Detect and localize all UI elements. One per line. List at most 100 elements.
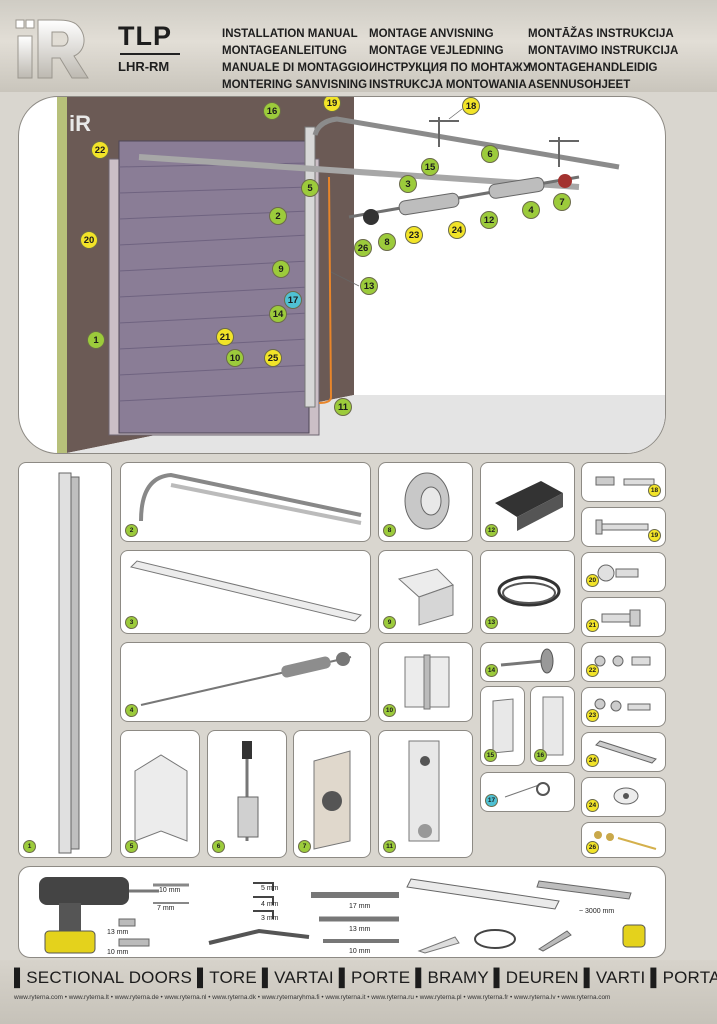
part-card-10: 10 bbox=[378, 642, 473, 722]
callout-21: 21 bbox=[216, 328, 234, 346]
part-label-23: 23 bbox=[586, 709, 599, 722]
callout-16: 16 bbox=[263, 102, 281, 120]
rule-length: ~ 3000 mm bbox=[579, 908, 615, 915]
part-label-13: 13 bbox=[485, 616, 498, 629]
part-label-16: 16 bbox=[534, 749, 547, 762]
cam-plate-icon bbox=[613, 787, 639, 805]
lifting-cable-icon bbox=[497, 575, 561, 607]
manual-titles-col1: INSTALLATION MANUAL MONTAGEANLEITUNG MAN… bbox=[222, 26, 369, 94]
callout-3: 3 bbox=[399, 175, 417, 193]
vertical-track-icon bbox=[58, 472, 80, 854]
part-label-5: 5 bbox=[125, 840, 138, 853]
hex-key-3-size: 3 mm bbox=[261, 915, 279, 922]
callout-19: 19 bbox=[323, 97, 341, 112]
part-label-22: 22 bbox=[586, 664, 599, 677]
part-label-19: 19 bbox=[648, 529, 661, 542]
manual-titles-col2: MONTAGE ANVISNING MONTAGE VEJLEDNING ИНС… bbox=[369, 26, 530, 94]
product-slogan: ▌SECTIONAL DOORS ▌TORE ▌VARTAI ▌PORTE ▌B… bbox=[14, 968, 717, 987]
part-card-21: 21 bbox=[581, 597, 666, 637]
top-bracket-icon bbox=[492, 698, 514, 754]
part-card-22: 22 bbox=[581, 642, 666, 682]
tools-illustration bbox=[39, 877, 646, 954]
callout-14: 14 bbox=[269, 305, 287, 323]
part-label-1: 1 bbox=[23, 840, 36, 853]
part-label-15: 15 bbox=[484, 749, 497, 762]
title-no: MONTERING SANVISNING bbox=[222, 79, 368, 91]
part-label-20: 20 bbox=[586, 574, 599, 587]
title-lv: MONTĀŽAS INSTRUKCIJA bbox=[528, 28, 674, 40]
part-label-24b: 24 bbox=[586, 799, 599, 812]
callout-4: 4 bbox=[522, 201, 540, 219]
bolt-washer-nut-icon bbox=[594, 698, 651, 712]
wrench-3-size: 10 mm bbox=[349, 948, 371, 955]
callout-15: 15 bbox=[421, 158, 439, 176]
part-label-8: 8 bbox=[383, 524, 396, 537]
brand-logo bbox=[10, 6, 105, 86]
callout-17: 17 bbox=[284, 291, 302, 309]
drill-icon bbox=[39, 877, 159, 954]
key-bar-icon bbox=[595, 740, 657, 764]
part-card-11: 11 bbox=[378, 730, 473, 858]
callout-25: 25 bbox=[264, 349, 282, 367]
part-card-16: 16 bbox=[530, 686, 575, 766]
title-de: MONTAGEANLEITUNG bbox=[222, 45, 348, 57]
footer: ▌SECTIONAL DOORS ▌TORE ▌VARTAI ▌PORTE ▌B… bbox=[0, 960, 717, 1024]
part-card-12: 12 bbox=[480, 462, 575, 542]
hinge-bracket-icon bbox=[397, 568, 454, 626]
callout-1: 1 bbox=[87, 331, 105, 349]
callout-6: 6 bbox=[481, 145, 499, 163]
title-fi: ASENNUSOHJEET bbox=[528, 79, 631, 91]
angle-bracket-icon bbox=[134, 754, 188, 842]
part-card-24a: 24 bbox=[581, 732, 666, 772]
angle-bar-icon bbox=[130, 560, 362, 622]
part-card-24b: 24 bbox=[581, 777, 666, 817]
callout-23: 23 bbox=[405, 226, 423, 244]
part-card-19: 19 bbox=[581, 507, 666, 547]
part-card-14: 14 bbox=[480, 642, 575, 682]
part-card-5: 5 bbox=[120, 730, 200, 858]
callout-11: 11 bbox=[334, 398, 352, 416]
callout-2: 2 bbox=[269, 207, 287, 225]
part-card-26: 26 bbox=[581, 822, 666, 858]
callout-8: 8 bbox=[378, 233, 396, 251]
website-list: www.ryterna.com • www.ryterna.lt • www.r… bbox=[14, 994, 611, 1001]
hex-key-1-size: 5 mm bbox=[261, 885, 279, 892]
part-card-3: 3 bbox=[120, 550, 371, 634]
callout-22: 22 bbox=[91, 141, 109, 159]
model-subname: LHR-RM bbox=[118, 59, 170, 74]
part-label-17: 17 bbox=[485, 794, 498, 807]
title-it: MANUALE DI MONTAGGIO bbox=[222, 62, 369, 74]
part-label-11: 11 bbox=[383, 840, 396, 853]
svg-text:iR: iR bbox=[69, 111, 91, 136]
part-card-18: 18 bbox=[581, 462, 666, 502]
part-label-2: 2 bbox=[125, 524, 138, 537]
part-card-15: 15 bbox=[480, 686, 525, 766]
cable-drum-icon bbox=[404, 472, 450, 530]
manual-titles-col3: MONTĀŽAS INSTRUKCIJA MONTAVIMO INSTRUKCI… bbox=[528, 26, 678, 94]
hinge-icon bbox=[404, 654, 450, 710]
part-card-9: 9 bbox=[378, 550, 473, 634]
title-ru: ИНСТРУКЦИЯ ПО МОНТАЖУ bbox=[369, 62, 531, 74]
part-label-7: 7 bbox=[298, 840, 311, 853]
part-card-7: 7 bbox=[293, 730, 371, 858]
horizontal-track-icon bbox=[139, 472, 362, 525]
part-label-26: 26 bbox=[586, 841, 599, 854]
callout-26: 26 bbox=[354, 239, 372, 257]
title-se: MONTAGE ANVISNING bbox=[369, 28, 494, 40]
wrench-2-size: 13 mm bbox=[349, 926, 371, 933]
long-bolt-icon bbox=[594, 831, 657, 850]
anchor-bolt-icon bbox=[595, 476, 655, 486]
title-dk: MONTAGE VEJLEDNING bbox=[369, 45, 504, 57]
end-bearing-plate-icon bbox=[313, 750, 351, 850]
callout-12: 12 bbox=[480, 211, 498, 229]
callout-5: 5 bbox=[301, 179, 319, 197]
socket-1-size: 13 mm bbox=[107, 929, 129, 936]
callout-13: 13 bbox=[360, 277, 378, 295]
part-card-17: 17 bbox=[480, 772, 575, 812]
part-label-10: 10 bbox=[383, 704, 396, 717]
part-label-21: 21 bbox=[586, 619, 599, 632]
title-en: INSTALLATION MANUAL bbox=[222, 28, 358, 40]
spring-shaft-icon bbox=[140, 652, 352, 706]
spring-tensioner-icon bbox=[237, 741, 259, 841]
drill-bit-1-size: 10 mm bbox=[159, 887, 181, 894]
